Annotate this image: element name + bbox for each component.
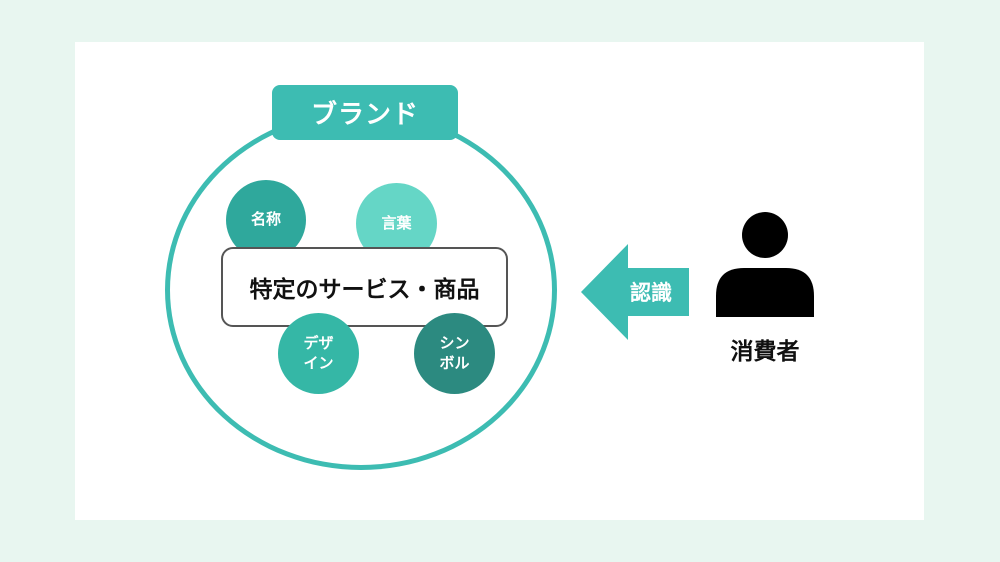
element-bubble-symbol: シン ボル	[414, 313, 495, 394]
arrow-left-icon	[581, 244, 689, 340]
consumer-label: 消費者	[730, 339, 800, 365]
brand-label: ブランド	[272, 85, 458, 140]
person-icon	[716, 212, 814, 317]
element-bubble-design: デザ イン	[278, 313, 359, 394]
recognition-label: 認識	[630, 281, 672, 305]
element-bubble-name: 名称	[226, 180, 306, 260]
